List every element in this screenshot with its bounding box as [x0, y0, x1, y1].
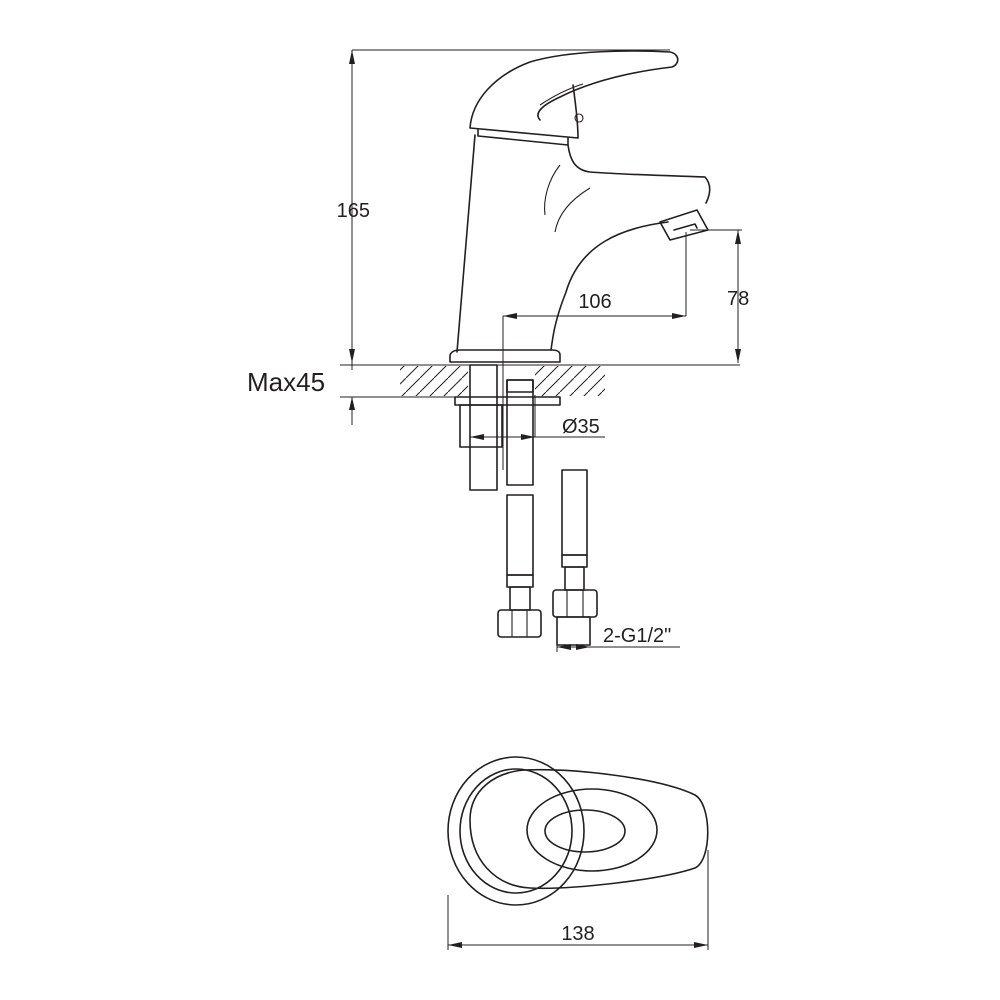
- faucet-body: [456, 134, 711, 353]
- handle-screw: [574, 113, 584, 123]
- body-shading: [544, 164, 591, 233]
- countertop-section: [340, 364, 740, 398]
- base-flange: [449, 349, 561, 363]
- handle-accent: [539, 83, 584, 106]
- mounting-nut: [459, 404, 503, 448]
- faucet-handle: [469, 50, 679, 139]
- hose-left-upper: [506, 379, 534, 486]
- aerator: [659, 209, 709, 241]
- top-view-handle: [469, 768, 709, 890]
- dimension-lines: [349, 49, 742, 652]
- hose-nut-left: [497, 609, 542, 638]
- hose-right: [561, 469, 588, 556]
- hose-left-lower: [506, 494, 534, 576]
- cartridge-ring: [477, 129, 569, 146]
- faucet-side-view: [449, 50, 711, 363]
- dim-length-138: 138: [561, 923, 594, 945]
- faucet-top-view: [447, 756, 709, 950]
- dim-max45: Max45: [247, 367, 325, 397]
- mounting-hardware: [454, 364, 598, 646]
- dim-connection: 2-G1/2": [603, 625, 671, 647]
- hose-nut-right: [552, 589, 598, 618]
- dim-reach-106: 106: [578, 291, 611, 313]
- dim-spout-78: 78: [727, 288, 749, 310]
- threaded-stud: [469, 364, 498, 491]
- dim-diameter-35: Ø35: [562, 416, 600, 438]
- dim-height-165: 165: [337, 200, 370, 222]
